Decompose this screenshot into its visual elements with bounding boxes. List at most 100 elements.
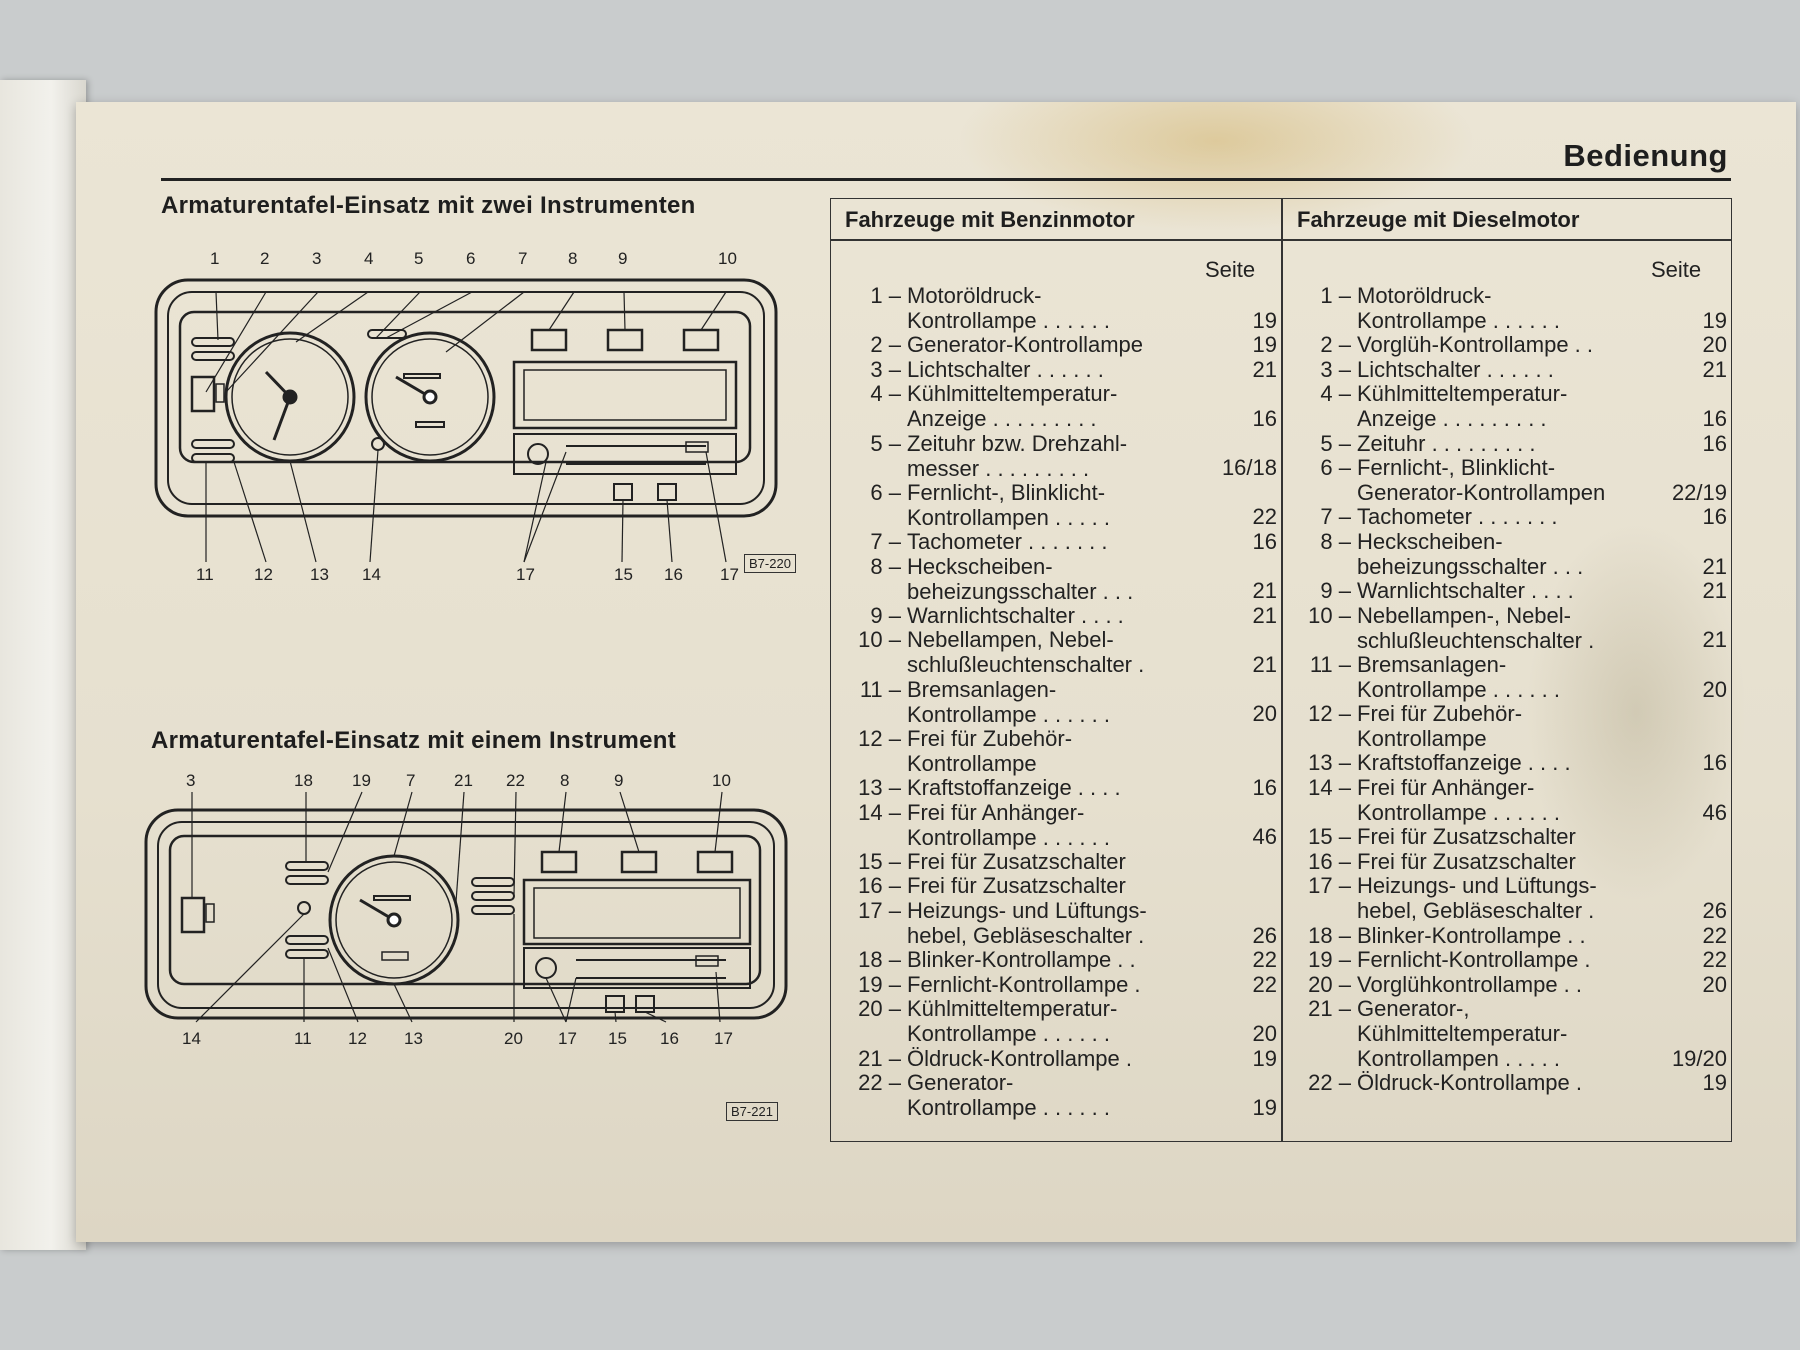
legend-entry: 1 –Motoröldruck-Kontrollampe . . . . . .…	[870, 283, 1277, 333]
legend-entry-page: 22	[1702, 947, 1727, 973]
legend-entry-number: 21 –	[1308, 996, 1351, 1022]
legend-entry-text: Heckscheiben-	[907, 553, 1053, 579]
legend-entry-number: 15 –	[1308, 824, 1351, 850]
legend-entry-number: 2 –	[1320, 332, 1351, 358]
legend-entry-number: 2 –	[870, 332, 901, 358]
legend-entry: 3 –Lichtschalter . . . . . .21	[870, 357, 1277, 382]
legend-entry-text: Tachometer . . . . . . .	[1357, 504, 1558, 530]
legend-entry-text: Generator-Kontrollampen	[1357, 480, 1606, 506]
legend-entry-text: Zeituhr bzw. Drehzahl-	[907, 430, 1128, 456]
callout-8: 8	[568, 249, 577, 268]
legend-entry-page: 46	[1252, 824, 1277, 850]
legend-entry-number: 4 –	[870, 381, 901, 407]
legend-entry-text: schlußleuchtenschalter .	[1357, 627, 1595, 653]
legend-entry: 20 –Vorglühkontrollampe . .20	[1308, 971, 1727, 997]
legend-entry: 22 –Öldruck-Kontrollampe .19	[1308, 1070, 1727, 1096]
legend-entry-text: Heizungs- und Lüftungs-	[1357, 873, 1597, 899]
callout-20: 20	[504, 1029, 523, 1048]
legend-entry: 12 –Frei für Zubehör-Kontrollampe	[1308, 701, 1715, 751]
legend-entry-text: Anzeige . . . . . . . . .	[907, 406, 1097, 432]
legend-entry-text: Kontrollampe . . . . . .	[907, 701, 1110, 727]
diagram-bottom-heading: Armaturentafel-Einsatz mit einem Instrum…	[151, 727, 676, 754]
callout-18: 18	[294, 771, 313, 790]
legend-entry: 4 –Kühlmitteltemperatur-Anzeige . . . . …	[870, 381, 1277, 432]
legend-entry-text: hebel, Gebläseschalter .	[907, 923, 1145, 948]
legend-entry-text: Lichtschalter . . . . . .	[1357, 356, 1554, 382]
legend-entry-number: 8 –	[870, 553, 901, 579]
header-rule	[161, 178, 1731, 181]
callout-3: 3	[186, 771, 195, 790]
legend-entry: 8 –Heckscheiben-beheizungsschalter . . .…	[870, 553, 1277, 604]
legend-entry-number: 11 –	[859, 676, 901, 702]
legend-entry-page: 16/18	[1221, 455, 1277, 481]
legend-entry-page: 19	[1252, 1094, 1277, 1120]
legend-entry-page: 22	[1252, 971, 1277, 997]
legend-entry-page: 21	[1702, 627, 1727, 653]
callout-8: 8	[560, 771, 569, 790]
legend-entry-number: 16 –	[858, 873, 901, 899]
legend-entry-text: Tachometer . . . . . . .	[907, 529, 1108, 554]
legend-entry-page: 21	[1702, 578, 1727, 604]
legend-entry-text: Öldruck-Kontrollampe .	[907, 1045, 1132, 1071]
legend-entry: 13 –Kraftstoffanzeige . . . .16	[858, 775, 1277, 800]
legend-entry-text: Fernlicht-Kontrollampe .	[1357, 947, 1591, 973]
legend-entry-number: 7 –	[870, 529, 901, 554]
legend-entry-page: 26	[1252, 922, 1277, 948]
legend-entry-number: 14 –	[1308, 775, 1351, 800]
legend-entry-number: 16 –	[1308, 848, 1351, 874]
diesel-column-header: Fahrzeuge mit Dieselmotor	[1297, 207, 1580, 232]
legend-entry: 18 –Blinker-Kontrollampe . .22	[1308, 923, 1727, 948]
callout-22: 22	[506, 771, 525, 790]
callout-9: 9	[614, 771, 623, 790]
legend-entry-page: 22/19	[1671, 479, 1727, 505]
paper-stain	[1526, 522, 1746, 902]
callout-17b: 17	[720, 565, 739, 584]
manual-page: Bedienung Armaturentafel-Einsatz mit zwe…	[76, 102, 1796, 1242]
legend-entry-number: 3 –	[1320, 356, 1351, 382]
legend-entry-text: Fernlicht-, Blinklicht-	[1357, 455, 1556, 481]
legend-entry-number: 14 –	[858, 799, 901, 825]
callout-7: 7	[518, 249, 527, 268]
legend-entry: 9 –Warnlichtschalter . . . .21	[870, 603, 1277, 628]
legend-entry-text: Zeituhr . . . . . . . . .	[1357, 430, 1536, 456]
legend-entry-text: Nebellampen, Nebel-	[907, 627, 1114, 653]
legend-entry-text: Kontrollampe . . . . . .	[1357, 800, 1560, 825]
callout-13: 13	[404, 1029, 423, 1048]
legend-entry: 14 –Frei für Anhänger-Kontrollampe . . .…	[1308, 775, 1727, 825]
legend-entry-number: 5 –	[870, 430, 901, 456]
legend-entry-text: messer . . . . . . . . .	[907, 455, 1090, 481]
legend-entry-text: Kühlmitteltemperatur-	[1357, 381, 1568, 407]
callout-6: 6	[466, 249, 475, 268]
callout-17: 17	[516, 565, 535, 584]
legend-entry: 3 –Lichtschalter . . . . . . 21	[1320, 356, 1727, 382]
callout-3: 3	[312, 249, 321, 268]
legend-entry: 11 –Bremsanlagen-Kontrollampe . . . . . …	[1310, 652, 1727, 702]
figure-code: B7-220	[744, 554, 796, 573]
callout-10: 10	[718, 249, 737, 268]
callout-16: 16	[664, 565, 683, 584]
legend-entry-text: Kontrollampe . . . . . .	[907, 1021, 1110, 1047]
legend-entry-text: Frei für Anhänger-	[907, 799, 1085, 825]
legend-entry-number: 22 –	[1308, 1070, 1351, 1096]
callout-13: 13	[310, 565, 329, 584]
legend-entry-number: 9 –	[1320, 578, 1351, 604]
callout-10: 10	[712, 771, 731, 790]
diesel-page-label: Seite	[1651, 257, 1702, 282]
legend-entry-text: Kraftstoffanzeige . . . .	[907, 775, 1121, 800]
legend-entry-text: Kontrollampe	[907, 750, 1037, 776]
legend-entry-number: 12 –	[858, 725, 901, 751]
legend-entry-text: Vorglühkontrollampe . .	[1357, 971, 1583, 997]
diagram-top-heading: Armaturentafel-Einsatz mit zwei Instrume…	[161, 192, 696, 219]
legend-entry: 11 –Bremsanlagen-Kontrollampe . . . . . …	[860, 677, 1277, 727]
legend-entry: 4 –Kühlmitteltemperatur-Anzeige . . . . …	[1320, 381, 1727, 431]
legend-entry-number: 18 –	[1308, 922, 1351, 948]
legend-entry-number: 8 –	[1320, 529, 1351, 554]
legend-entry-text: Vorglüh-Kontrollampe . .	[1357, 332, 1594, 358]
legend-entry-number: 21 –	[858, 1045, 901, 1071]
legend-entry-page: 21	[1702, 356, 1727, 382]
legend-entry-text: Öldruck-Kontrollampe .	[1357, 1070, 1582, 1096]
legend-entry-number: 3 –	[870, 356, 901, 382]
legend-entry-number: 12 –	[1308, 701, 1351, 727]
callout-15: 15	[614, 565, 633, 584]
legend-table: Fahrzeuge mit Benzinmotor Fahrzeuge mit …	[830, 198, 1732, 1142]
